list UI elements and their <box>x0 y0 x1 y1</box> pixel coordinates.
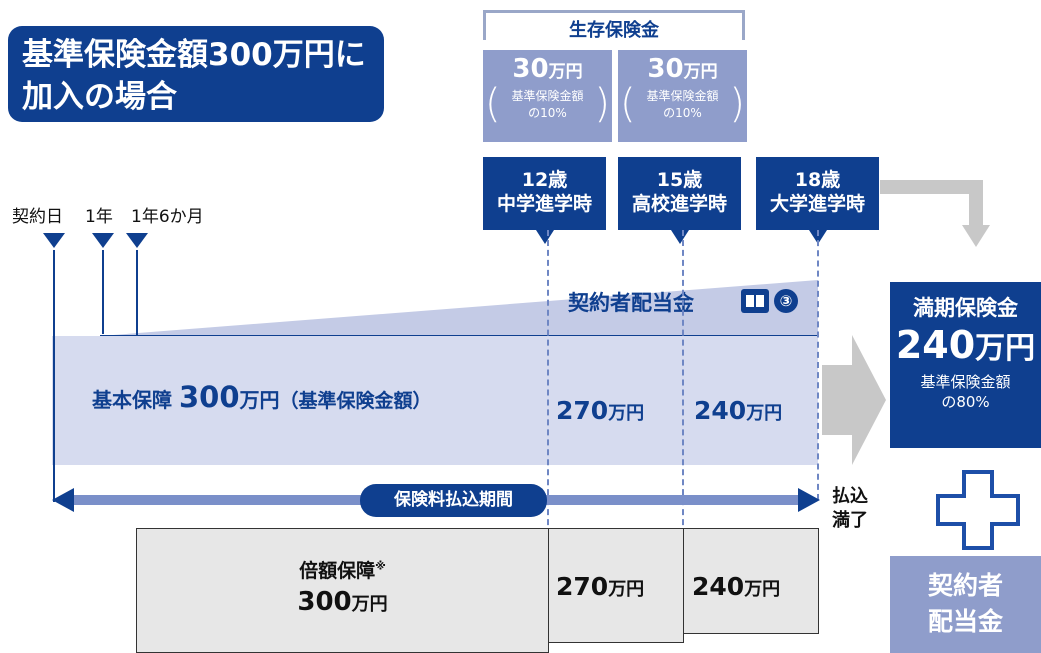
basic-coverage-240: 240万円 <box>694 396 783 425</box>
double-coverage-band-1 <box>136 528 549 653</box>
age-box-15: 15歳 高校進学時 <box>618 157 741 244</box>
age-event-18: 大学進学時 <box>769 193 865 215</box>
age-event-12: 中学進学時 <box>496 193 592 215</box>
policyholder-dividend-box: 契約者 配当金 <box>890 556 1041 653</box>
plus-icon <box>936 470 1020 550</box>
one-year-label: 1年 <box>85 207 113 227</box>
policyholder-dividend-line1: 契約者 <box>927 571 1003 600</box>
double-coverage-270: 270万円 <box>556 572 645 601</box>
double-coverage-band-3 <box>683 528 819 634</box>
one-year-six-months-marker <box>126 233 148 248</box>
maturity-benefit-sub1: 基準保険金額 <box>920 373 1011 391</box>
double-coverage-band-2 <box>548 528 684 643</box>
age-label-18: 18歳 <box>794 169 841 191</box>
survival-benefit-sub-2: 基準保険金額 <box>646 89 719 103</box>
maturity-benefit-amount: 240万円 <box>895 323 1036 367</box>
double-coverage-label: 倍額保障 <box>299 560 376 582</box>
guide-line-18 <box>817 230 819 500</box>
policyholder-dividend-line2: 配当金 <box>927 607 1003 636</box>
maturity-benefit-box: 満期保険金 240万円 基準保険金額 の80% <box>890 282 1041 448</box>
basic-coverage-text: 基本保障 300万円（基準保険金額） <box>92 380 432 414</box>
title-line1: 基準保険金額300万円に <box>22 37 366 73</box>
survival-benefit-pct-2: の10% <box>663 106 702 120</box>
maturity-benefit-label: 満期保険金 <box>913 296 1018 320</box>
basic-coverage-label: 基本保障 <box>92 388 172 412</box>
one-year-line <box>102 250 104 334</box>
survival-benefit-bracket <box>483 10 745 40</box>
basic-coverage-note: （基準保険金額） <box>279 390 432 412</box>
contract-day-line <box>53 250 55 502</box>
age-event-15: 高校進学時 <box>631 193 727 215</box>
survival-benefit-amount-2: 30万円 <box>647 54 718 84</box>
double-coverage-mark: ※ <box>375 559 386 573</box>
guide-line-12 <box>547 230 549 545</box>
survival-benefit-sub-1: 基準保険金額 <box>511 89 584 103</box>
age-box-12: 12歳 中学進学時 <box>483 157 606 244</box>
double-coverage-amount: 300 <box>297 587 352 617</box>
reference-number-badge: ③ <box>774 289 798 313</box>
age-box-18: 18歳 大学進学時 <box>756 157 879 244</box>
page-title: 基準保険金額300万円に 加入の場合 <box>8 26 384 122</box>
basic-coverage-band <box>52 336 818 465</box>
title-line2: 加入の場合 <box>22 79 177 115</box>
basic-coverage-unit: 万円 <box>239 388 280 412</box>
guide-line-15 <box>682 230 684 545</box>
double-coverage-text: 倍額保障※ 300万円 <box>136 556 549 617</box>
survival-benefit-box-2: 30万円 基準保険金額 の10% () <box>618 50 747 142</box>
one-year-marker <box>92 233 114 248</box>
double-coverage-240: 240万円 <box>692 572 781 601</box>
dividend-wedge <box>100 280 818 337</box>
double-coverage-unit: 万円 <box>351 594 388 615</box>
book-icon <box>741 289 769 313</box>
maturity-benefit-sub2: の80% <box>941 393 990 411</box>
basic-coverage-270: 270万円 <box>556 396 645 425</box>
survival-benefit-label: 生存保険金 <box>569 20 659 41</box>
maturity-connector-arrow <box>880 180 990 247</box>
contract-day-marker <box>43 233 65 248</box>
survival-benefit-pct-1: の10% <box>528 106 567 120</box>
contract-day-label: 契約日 <box>12 207 63 227</box>
to-maturity-arrow <box>822 335 886 465</box>
dividend-label: 契約者配当金 <box>568 291 694 315</box>
one-year-six-months-line <box>136 250 138 336</box>
age-label-12: 12歳 <box>521 169 568 191</box>
one-year-six-months-label: 1年6か月 <box>131 207 204 227</box>
basic-coverage-amount: 300 <box>178 380 240 414</box>
payment-end-label: 払込 満了 <box>832 486 868 531</box>
survival-benefit-amount-1: 30万円 <box>512 54 583 84</box>
survival-benefit-box-1: 30万円 基準保険金額 の10% () <box>483 50 612 142</box>
payment-period-label: 保険料払込期間 <box>360 484 547 517</box>
age-label-15: 15歳 <box>656 169 703 191</box>
